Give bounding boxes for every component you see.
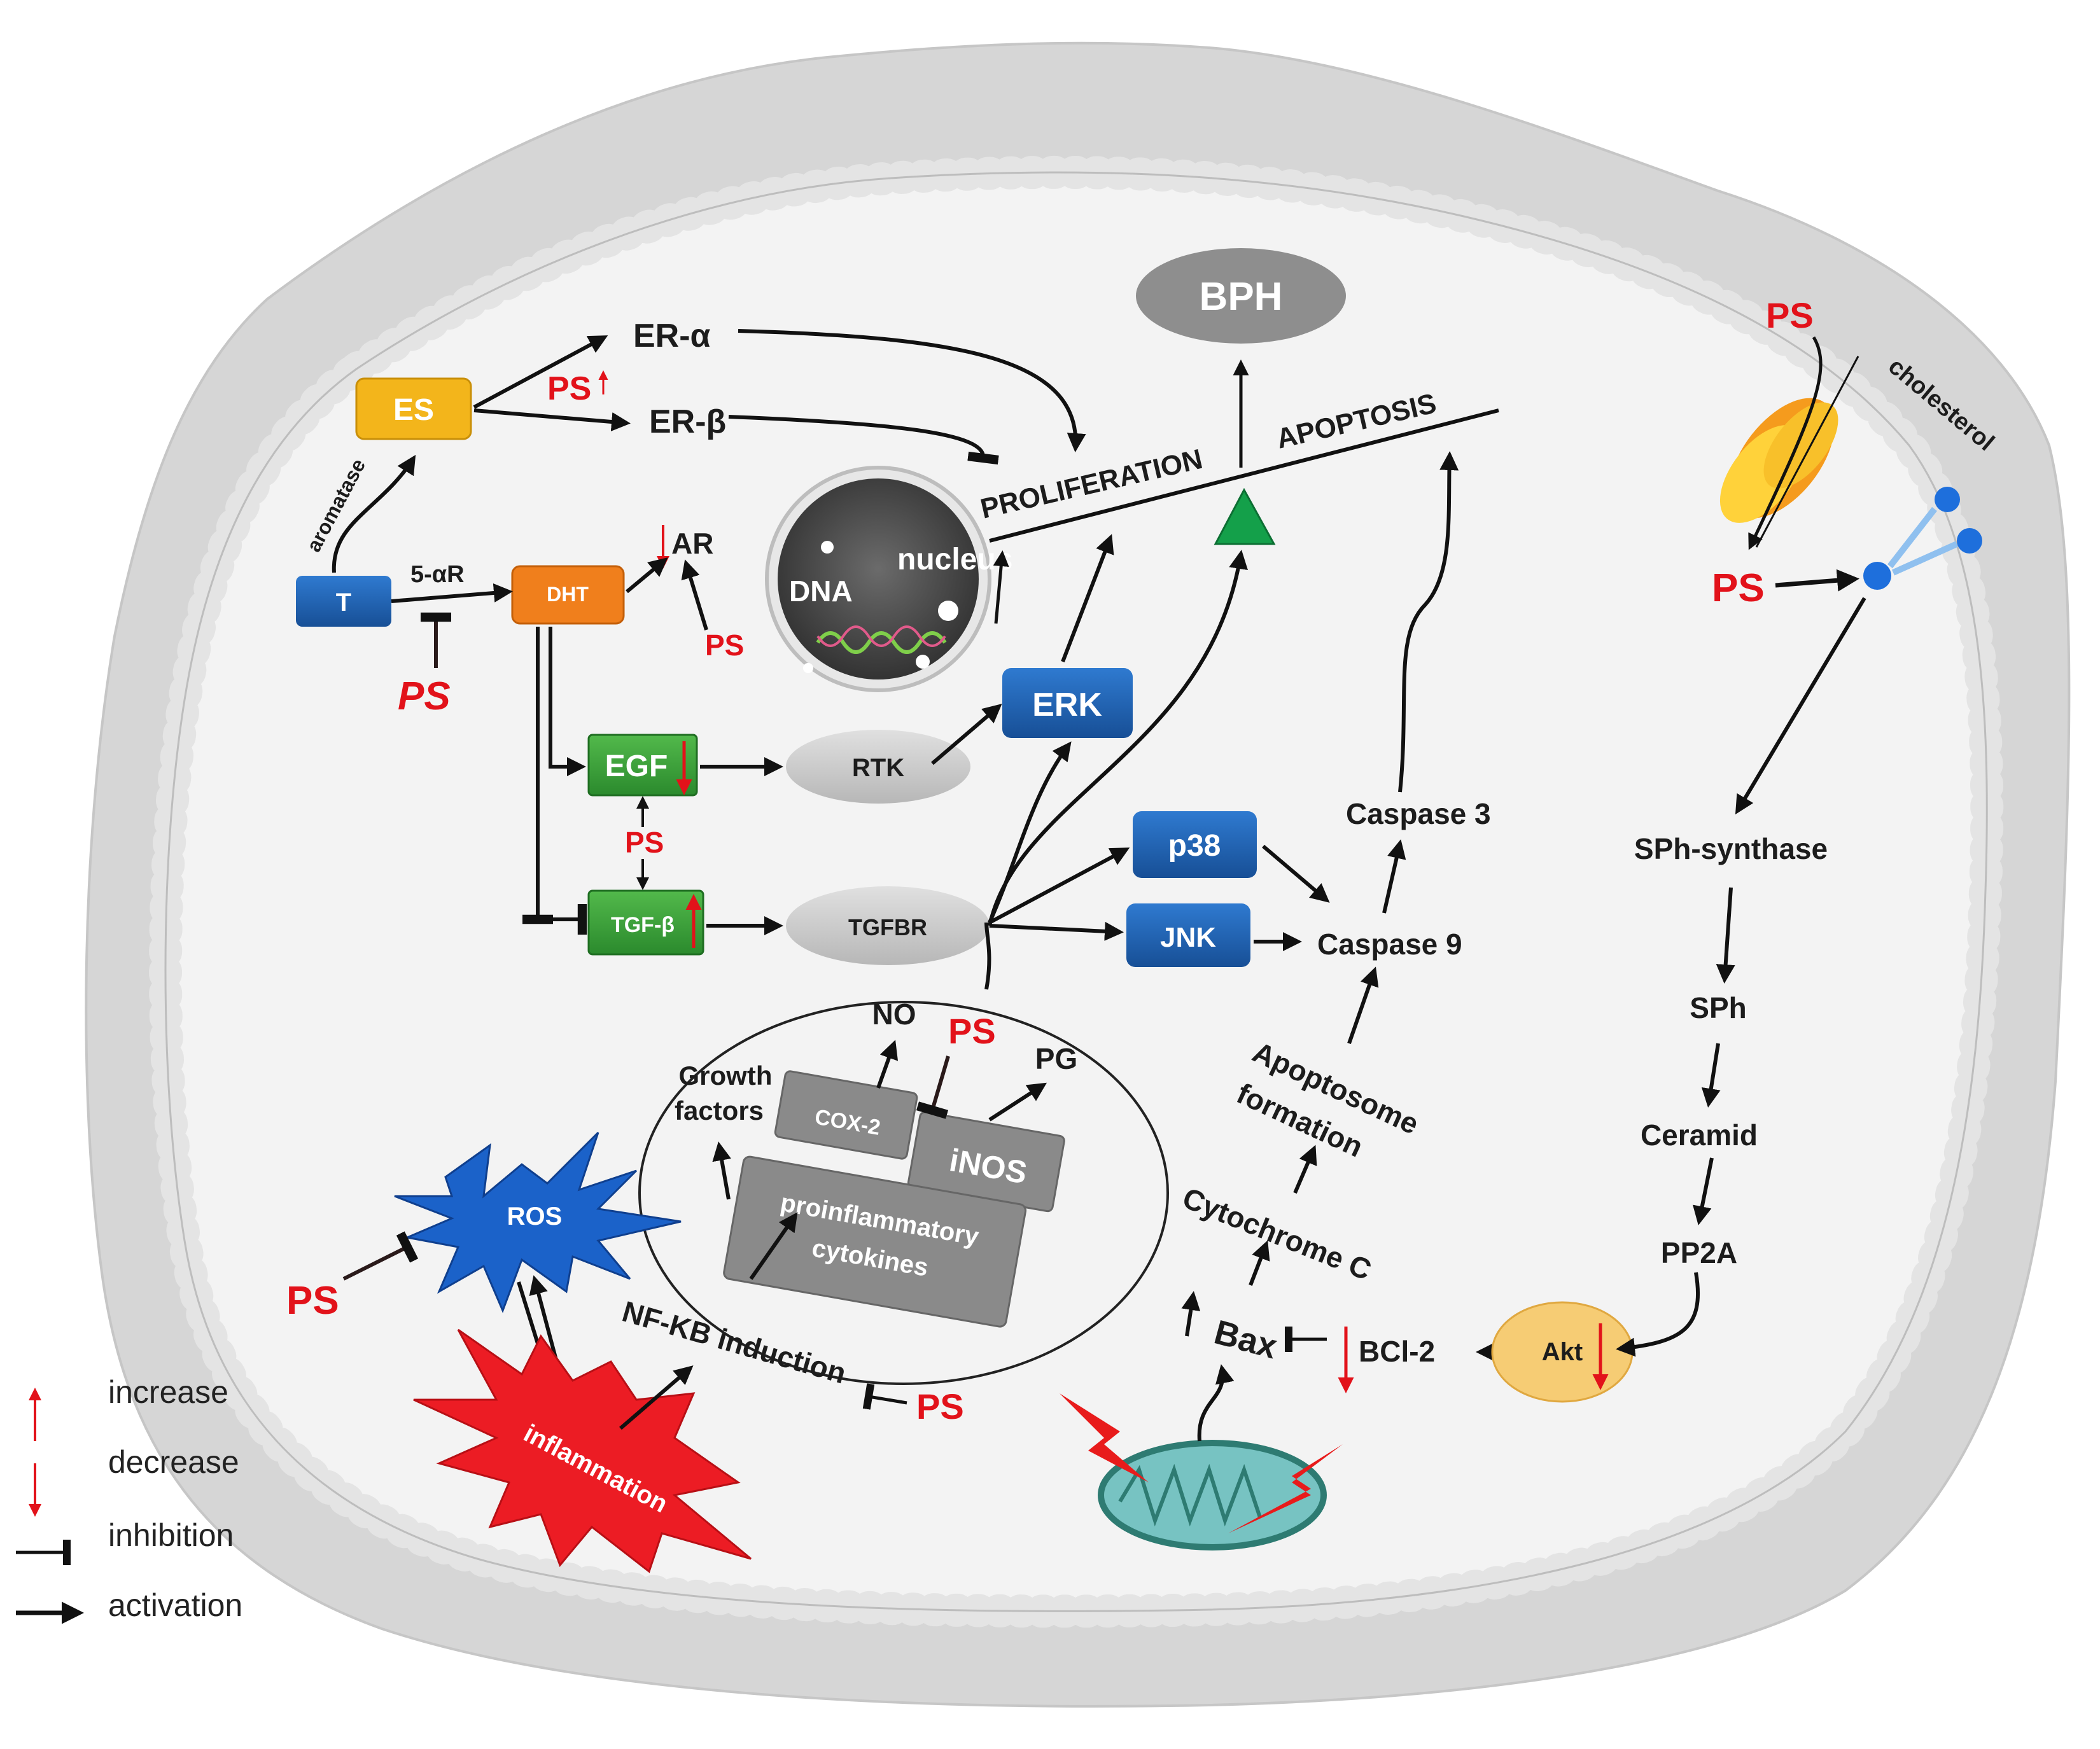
legend	[16, 1388, 84, 1624]
sph-label: SPh	[1690, 991, 1746, 1024]
legend-inhibition: inhibition	[108, 1517, 234, 1553]
bph-node	[1136, 248, 1346, 344]
ps-nfkb: PS	[916, 1386, 964, 1426]
t-box	[296, 576, 391, 627]
er-alpha-label: ER-α	[633, 317, 711, 354]
legend-activation: activation	[108, 1587, 242, 1623]
cytokine-box	[723, 1155, 1027, 1328]
growth-label-1: Growth	[679, 1061, 773, 1091]
tgf-label: TGF-β	[611, 913, 675, 937]
lightning-left	[1060, 1393, 1149, 1482]
es-box	[355, 377, 472, 440]
er-beta-label: ER-β	[649, 403, 726, 440]
ps-t-inhib: PS	[398, 674, 451, 718]
caspase9-label: Caspase 9	[1317, 928, 1462, 961]
ros-label: ROS	[507, 1202, 563, 1230]
pg-label: PG	[1035, 1042, 1077, 1075]
erk-box	[1002, 668, 1133, 738]
inflammatory-ellipse	[638, 1001, 1169, 1385]
rtk-label: RTK	[852, 754, 904, 782]
growth-label-2: factors	[675, 1096, 764, 1125]
ps-ros: PS	[286, 1279, 339, 1323]
egf-label: EGF	[605, 749, 668, 783]
balance-triangle	[1214, 487, 1276, 545]
pp2a-label: PP2A	[1661, 1236, 1737, 1269]
membrane-channel	[1719, 398, 1838, 523]
mitochondrion	[1098, 1440, 1327, 1550]
p38-box	[1133, 811, 1257, 878]
tgfbr-label: TGFBR	[848, 914, 927, 940]
ps-cholesterol: PS	[1712, 566, 1765, 610]
nucleus-label: nucleus	[897, 543, 1012, 576]
balance-beam	[989, 408, 1499, 543]
ar-label: AR	[671, 527, 713, 560]
caspase3-label: Caspase 3	[1346, 797, 1491, 830]
akt-label: Akt	[1542, 1338, 1583, 1366]
five-ar-label: 5-αR	[410, 561, 465, 588]
jnk-box	[1126, 903, 1250, 967]
ps-egf-tgf: PS	[625, 826, 664, 859]
no-label: NO	[872, 998, 916, 1031]
bcl2-label: BCl-2	[1359, 1335, 1435, 1368]
cox2-box	[774, 1070, 918, 1160]
ps-ar: PS	[705, 629, 744, 662]
inflammation-burst	[413, 1328, 752, 1573]
ps-channel: PS	[1766, 295, 1814, 335]
es-label: ES	[393, 393, 434, 427]
cholesterol-molecules	[1863, 487, 1982, 590]
tgfbr-node	[786, 886, 990, 965]
ps-no: PS	[948, 1011, 996, 1051]
rtk-node	[786, 730, 970, 804]
dna-label: DNA	[789, 575, 853, 608]
ps-er: PS	[547, 370, 591, 407]
t-label: T	[336, 589, 351, 617]
jnk-label: JNK	[1160, 922, 1216, 953]
dht-label: DHT	[547, 583, 589, 606]
legend-increase: increase	[108, 1374, 228, 1410]
ceramid-label: Ceramid	[1641, 1118, 1758, 1152]
tgf-box	[587, 889, 704, 956]
bph-label: BPH	[1200, 275, 1283, 319]
p38-label: p38	[1168, 829, 1221, 863]
sph-synthase-label: SPh-synthase	[1634, 832, 1828, 865]
legend-decrease: decrease	[108, 1444, 239, 1480]
erk-label: ERK	[1032, 686, 1102, 723]
egf-box	[587, 734, 698, 797]
